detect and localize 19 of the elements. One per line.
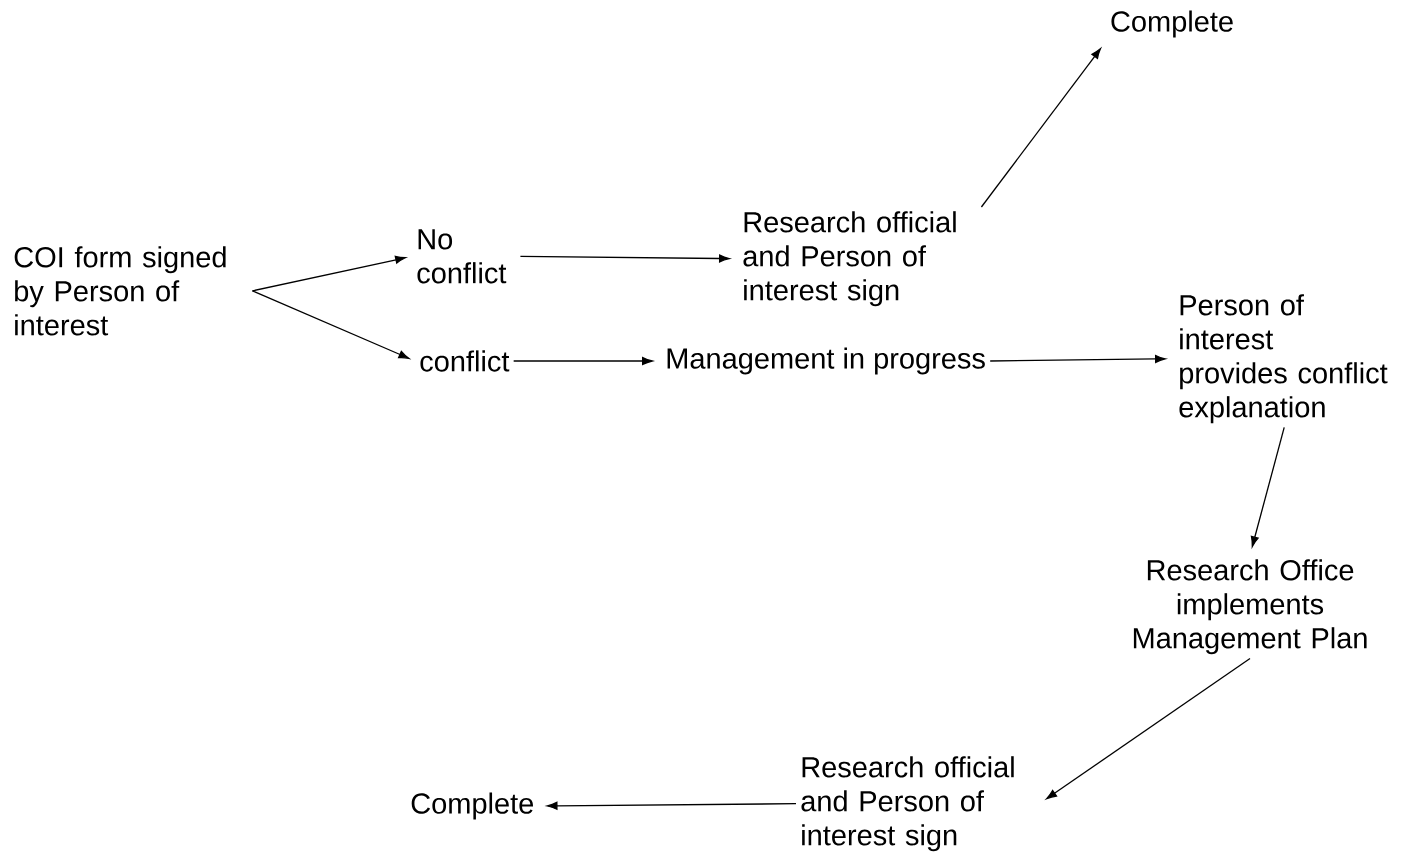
arrow bbox=[989, 354, 1166, 363]
arrow bbox=[519, 254, 730, 263]
step-text: No conflict bbox=[417, 229, 507, 284]
end-label: Complete bbox=[1111, 10, 1233, 38]
arrow bbox=[251, 290, 410, 359]
step-text: COI form signed by Person of interest bbox=[14, 246, 226, 336]
end-label: Complete bbox=[411, 792, 533, 820]
arrow bbox=[513, 356, 653, 366]
step-text: Person of interest provides conflict explanation bbox=[1179, 294, 1388, 424]
step-text: Management in progress bbox=[667, 347, 985, 375]
step-text: Research official and Person of interest sign bbox=[801, 756, 1014, 852]
arrow bbox=[251, 255, 406, 292]
step-text: Research Office implements Management Plan bbox=[1133, 559, 1367, 655]
arrow bbox=[1046, 657, 1251, 800]
arrow bbox=[546, 801, 797, 810]
arrow bbox=[1250, 426, 1285, 548]
step-text: Research official and Person of interest sign bbox=[743, 211, 956, 307]
arrow bbox=[980, 48, 1102, 208]
step-text: conflict bbox=[420, 350, 510, 372]
